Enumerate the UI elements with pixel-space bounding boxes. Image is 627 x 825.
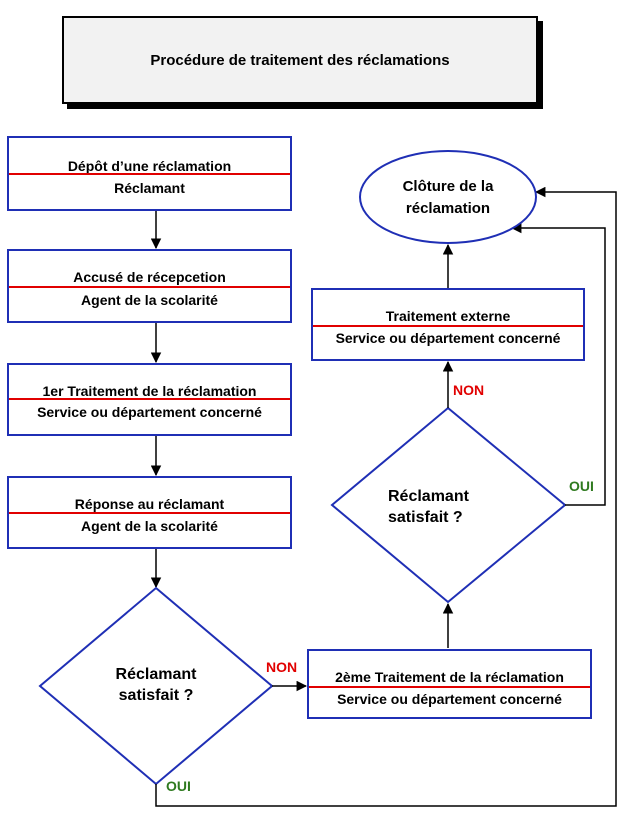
step-action: Accusé de récepcetion xyxy=(73,269,226,285)
step-separator xyxy=(313,325,583,327)
end-label-line2: réclamation xyxy=(405,200,491,217)
step-separator xyxy=(9,398,290,400)
decision2-no-label: NON xyxy=(453,382,485,398)
step-separator xyxy=(9,173,290,175)
decision1-line2: satisfait ? xyxy=(118,687,194,704)
step-actor: Agent de la scolarité xyxy=(81,518,218,534)
step-action: Traitement externe xyxy=(385,308,511,324)
decision2-line2: satisfait ? xyxy=(388,509,463,526)
end-label-line1: Clôture de la xyxy=(402,178,494,195)
step-box-4: Réponse au réclamant Agent de la scolari… xyxy=(7,476,292,549)
decision1-label: Réclamant satisfait ? xyxy=(76,664,236,706)
step-actor: Agent de la scolarité xyxy=(81,292,218,308)
end-label: Clôture de la réclamation xyxy=(370,176,526,220)
diagram-title: Procédure de traitement des réclamations xyxy=(62,16,538,104)
step-actor: Service ou département concerné xyxy=(37,404,262,420)
step-separator xyxy=(9,286,290,288)
step-actor: Service ou département concerné xyxy=(337,691,562,707)
step-action: 2ème Traitement de la réclamation xyxy=(335,669,564,685)
arrow-decision1-yes xyxy=(155,186,617,807)
step-box-1: Dépôt d’une réclamation Réclamant xyxy=(7,136,292,211)
step-action: 1er Traitement de la réclamation xyxy=(42,383,257,399)
decision1-no-label: NON xyxy=(266,659,298,675)
decision1-yes-label: OUI xyxy=(166,778,191,794)
step-separator xyxy=(309,686,590,688)
decision2-line1: Réclamant xyxy=(388,488,469,505)
step-box-2: Accusé de récepcetion Agent de la scolar… xyxy=(7,249,292,323)
step-action: Dépôt d’une réclamation xyxy=(67,158,232,174)
end-ellipse xyxy=(359,150,537,244)
step-actor: Service ou département concerné xyxy=(335,330,561,346)
decision2-yes-label: OUI xyxy=(569,478,594,494)
step-box-5: 2ème Traitement de la réclamation Servic… xyxy=(307,649,592,719)
decision1-line1: Réclamant xyxy=(115,666,197,683)
step-actor: Réclamant xyxy=(114,180,185,196)
decision2-diamond xyxy=(330,406,567,604)
arrow-decision2-yes xyxy=(510,222,606,506)
step-action: Réponse au réclamant xyxy=(74,496,225,512)
decision2-label: Réclamant satisfait ? xyxy=(368,486,548,528)
step-box-3: 1er Traitement de la réclamation Service… xyxy=(7,363,292,436)
step-box-6: Traitement externe Service ou départemen… xyxy=(311,288,585,361)
step-separator xyxy=(9,512,290,514)
